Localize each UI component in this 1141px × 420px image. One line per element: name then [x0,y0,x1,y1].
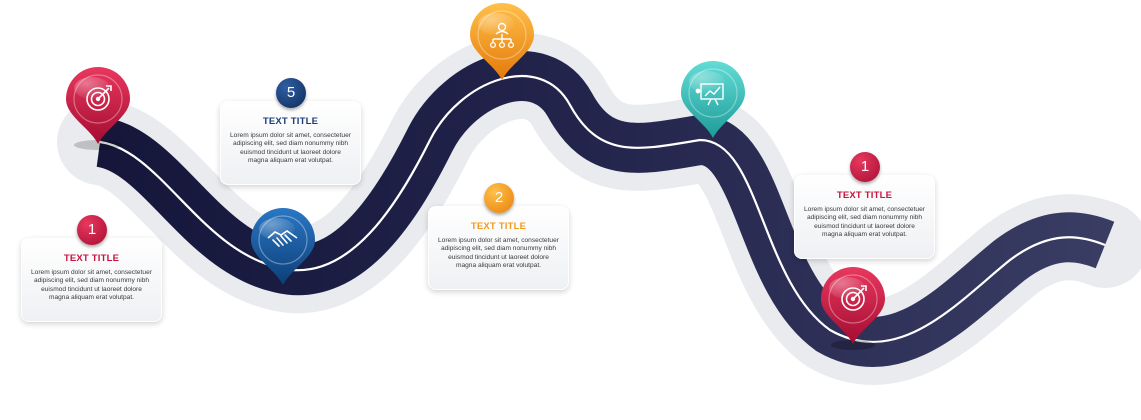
step-card-body: Lorem ipsum dolor sit amet, consectetuer… [438,237,559,270]
step-card-2: TEXT TITLE Lorem ipsum dolor sit amet, c… [428,206,569,290]
step-number-badge: 1 [77,215,107,245]
pin-2-handshake [251,208,315,285]
presentation-chart-icon [695,83,724,106]
target-icon [841,285,867,311]
step-card-title: TEXT TITLE [470,221,527,232]
pin-shadow [831,340,875,350]
pin-3-organization [470,3,534,80]
step-card-body: Lorem ipsum dolor sit amet, consectetuer… [804,206,925,239]
target-icon [86,85,112,111]
pin-5-target [821,267,885,344]
organization-icon [489,22,515,49]
step-card-title: TEXT TITLE [836,190,893,201]
step-card-title: TEXT TITLE [262,116,319,127]
step-card-title: TEXT TITLE [63,253,120,264]
step-card-body: Lorem ipsum dolor sit amet, consectetuer… [31,269,152,302]
step-card-1b: TEXT TITLE Lorem ipsum dolor sit amet, c… [794,175,935,259]
step-number-badge: 5 [276,78,306,108]
pin-1-target [66,67,130,144]
pin-shadow [74,140,122,150]
step-card-body: Lorem ipsum dolor sit amet, consectetuer… [230,132,351,165]
step-number-badge: 1 [850,152,880,182]
handshake-icon [267,230,298,247]
step-number-badge: 2 [484,183,514,213]
pin-4-presentation [681,61,745,138]
step-card-1: TEXT TITLE Lorem ipsum dolor sit amet, c… [21,238,162,322]
step-card-5: TEXT TITLE Lorem ipsum dolor sit amet, c… [220,101,361,185]
